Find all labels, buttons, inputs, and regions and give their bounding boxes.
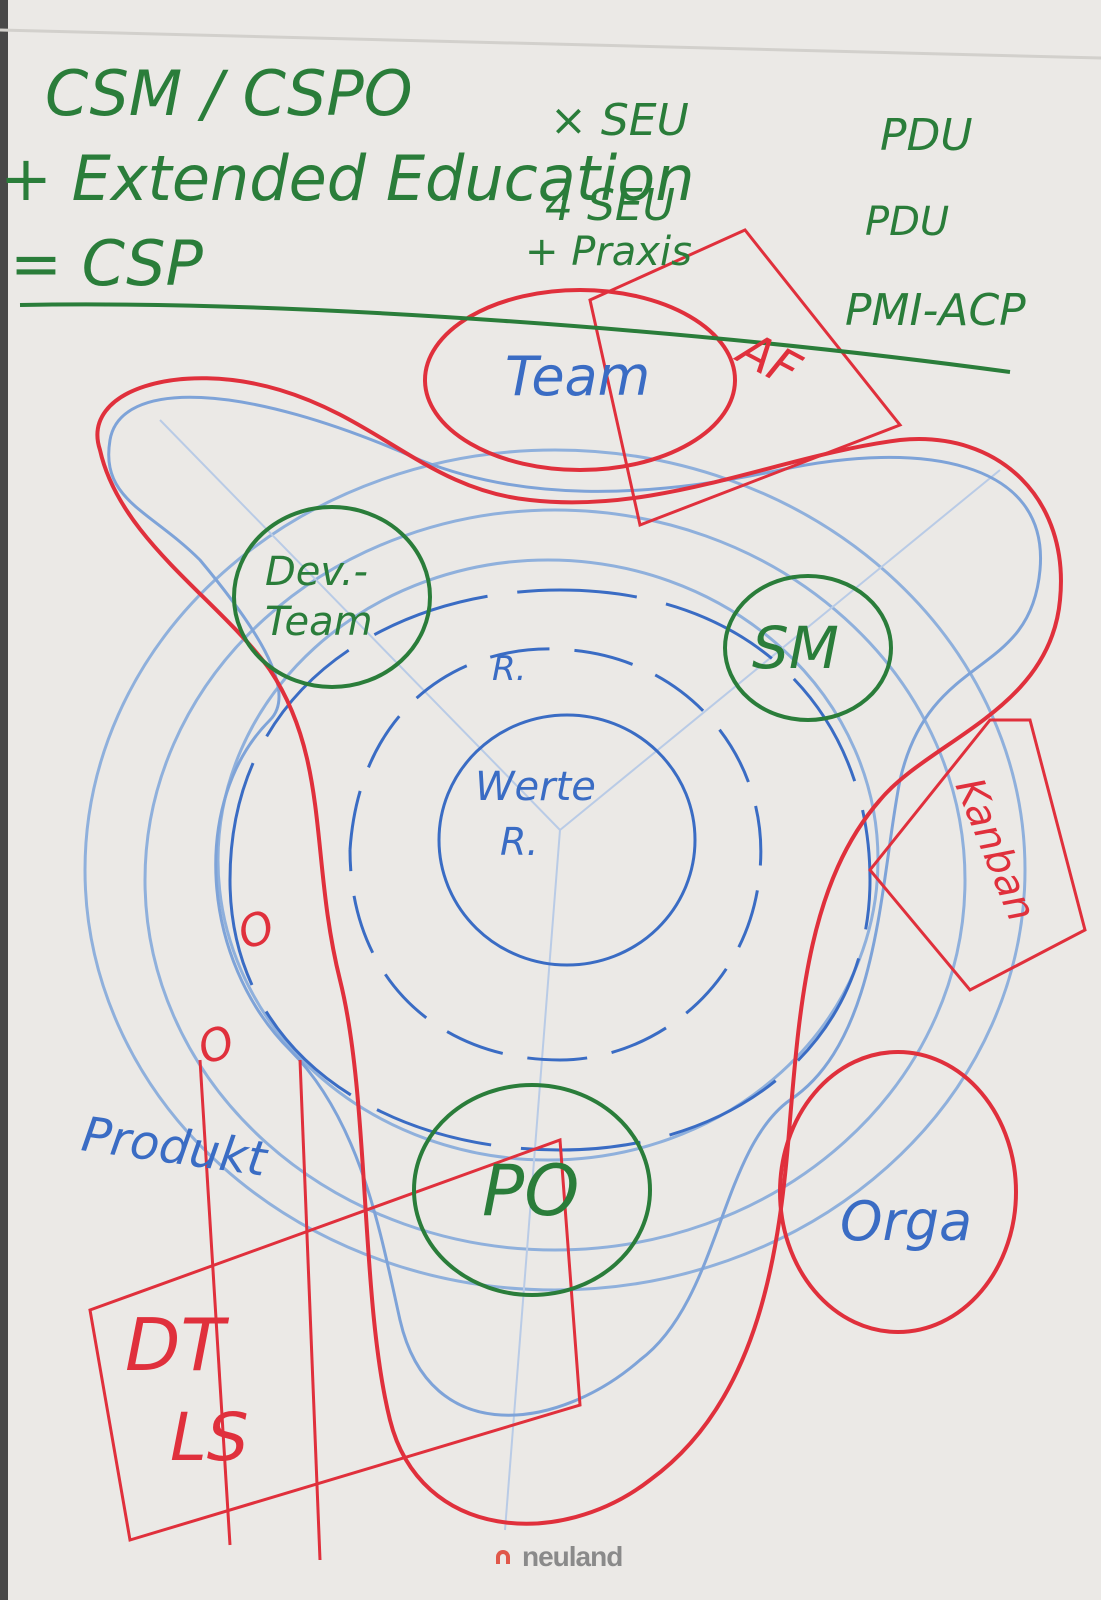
spokes bbox=[159, 419, 1001, 1531]
werte-label-1: Werte bbox=[475, 764, 596, 810]
team-label: Team bbox=[505, 345, 650, 408]
af-box bbox=[588, 228, 903, 528]
dev-team-label-2: Team bbox=[265, 599, 373, 645]
werte-label-2: R. bbox=[500, 820, 538, 864]
praxis-text: + Praxis bbox=[525, 229, 692, 275]
ri-label: R. bbox=[492, 649, 526, 689]
logo-mark-icon bbox=[494, 1546, 516, 1568]
ls-label: LS bbox=[170, 1399, 249, 1476]
csm-cspo-text: CSM / CSPO bbox=[45, 57, 413, 130]
dev-team-label-1: Dev.- bbox=[265, 549, 368, 595]
red-propeller-shape bbox=[95, 376, 1063, 1526]
dt-label: DT bbox=[125, 1303, 229, 1387]
red-boxes bbox=[88, 228, 1087, 1561]
blue-propeller-outline bbox=[107, 395, 1042, 1417]
neuland-logo: neuland bbox=[494, 1541, 623, 1573]
orga-label: Orga bbox=[840, 1190, 972, 1253]
seu-2-text: 4 SEU bbox=[545, 180, 675, 231]
dt-ls-box bbox=[88, 1137, 582, 1542]
csp-text: = CSP bbox=[10, 227, 203, 300]
header-divider bbox=[19, 302, 1011, 374]
pmi-acp-text: PMI-ACP bbox=[845, 285, 1026, 336]
orga-circle bbox=[778, 1050, 1018, 1334]
sm-circle bbox=[723, 574, 893, 722]
kanban-box bbox=[868, 718, 1087, 992]
pdu-1-text: PDU bbox=[880, 110, 973, 161]
sm-label: SM bbox=[752, 614, 839, 682]
team-circle bbox=[423, 288, 737, 472]
extended-education-text: + Extended Education bbox=[0, 142, 695, 215]
blue-rings bbox=[228, 588, 872, 1152]
po-label: PO bbox=[482, 1150, 579, 1232]
seu-1-text: × SEU bbox=[550, 95, 689, 146]
po-circle bbox=[412, 1083, 652, 1297]
pdu-2-text: PDU bbox=[865, 199, 949, 245]
logo-text: neuland bbox=[522, 1541, 623, 1572]
dev-team-circle bbox=[232, 505, 432, 689]
light-blue-rings bbox=[83, 448, 1027, 1292]
